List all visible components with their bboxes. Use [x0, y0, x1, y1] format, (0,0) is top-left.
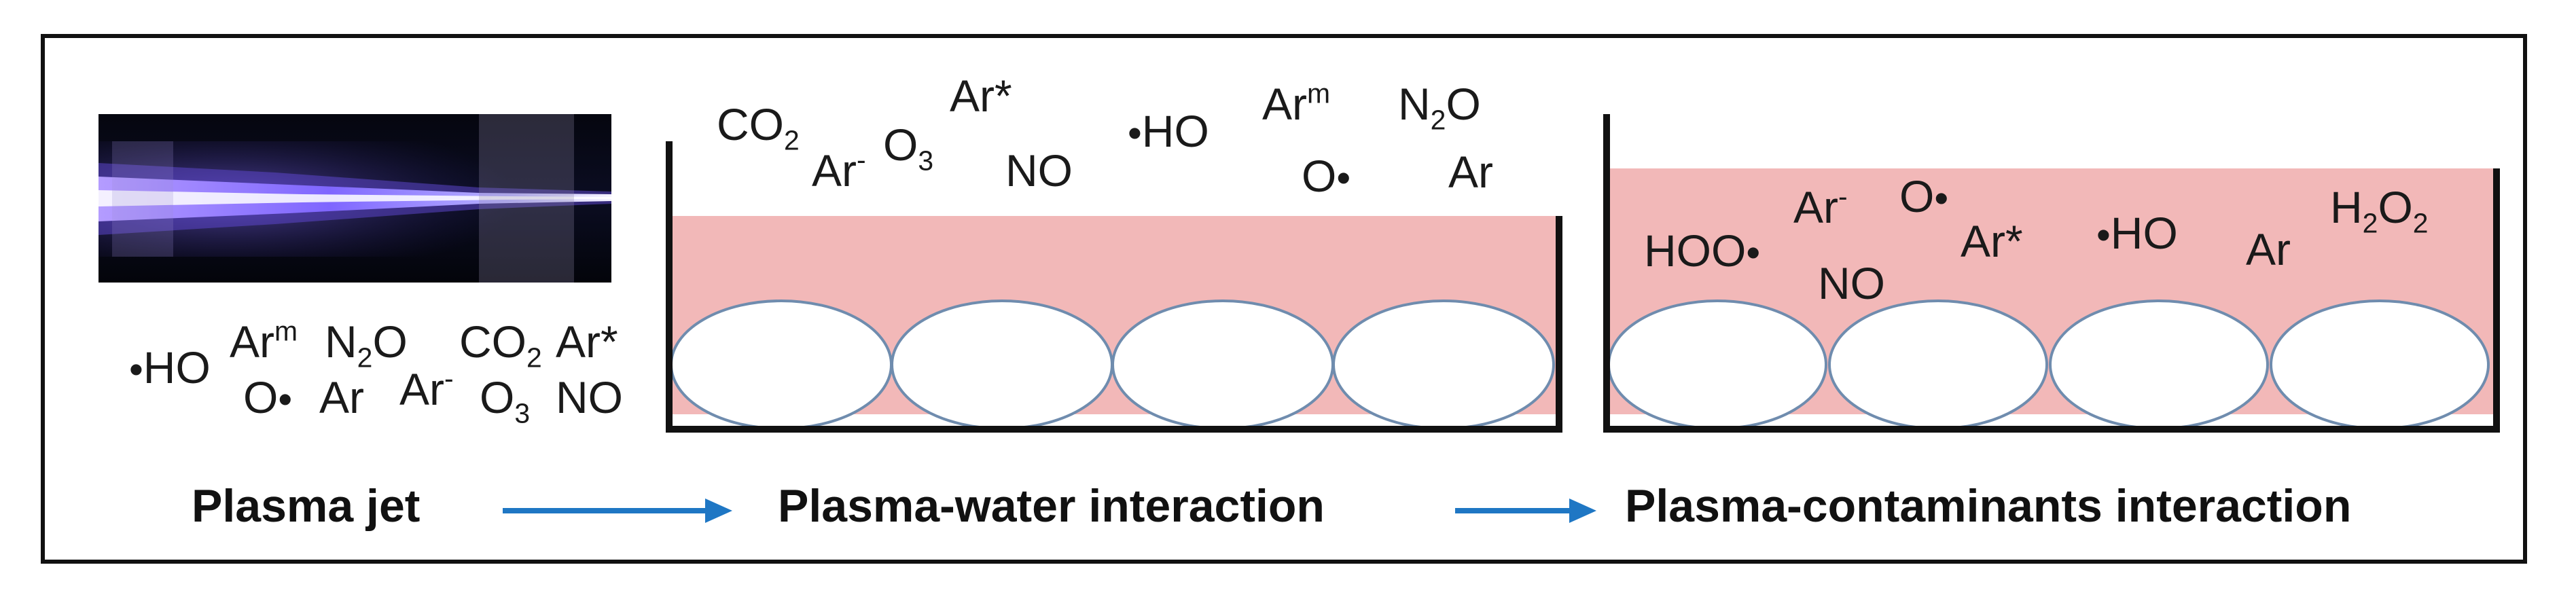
beaker-wall — [666, 141, 1562, 433]
species-o-radical: O• — [1302, 151, 1351, 201]
plasma-jet-image — [99, 114, 611, 283]
species-ho: •HO — [129, 342, 211, 393]
species-no: NO — [1005, 145, 1073, 196]
species-o3: O3 — [883, 120, 934, 177]
caption-plasma-water: Plasma-water interaction — [778, 480, 1325, 532]
species-hoo: HOO• — [1644, 225, 1761, 276]
species-n2o: N2O — [325, 316, 408, 374]
species-ar-metastable: Arm — [1262, 77, 1331, 129]
species-ar-metastable: Arm — [230, 315, 298, 367]
species-ar-star: Ar* — [950, 71, 1012, 121]
contaminant-beaker — [1603, 114, 2500, 433]
contaminant-particle — [1332, 300, 1555, 430]
beaker-wall — [1603, 114, 2500, 433]
species-o-radical: O• — [243, 372, 293, 422]
arrow-right-icon — [503, 498, 732, 523]
species-no: NO — [556, 372, 623, 422]
species-co2: CO2 — [717, 99, 800, 156]
species-no: NO — [1818, 258, 1885, 308]
species-ar-minus: Ar- — [399, 363, 454, 414]
contaminant-particle — [2049, 300, 2269, 430]
species-n2o: N2O — [1398, 79, 1481, 136]
species-h2o2: H2O2 — [2330, 182, 2429, 239]
species-ar-star: Ar* — [556, 316, 618, 367]
contaminant-particle — [1607, 300, 1827, 430]
species-ar: Ar — [319, 372, 364, 422]
caption-plasma-jet: Plasma jet — [192, 480, 421, 532]
figure-frame — [41, 34, 2527, 564]
species-ho: •HO — [1128, 106, 1209, 156]
species-ar-minus: Ar- — [812, 144, 866, 196]
species-o-radical: O• — [1899, 171, 1949, 221]
contaminant-particle — [1828, 300, 2048, 430]
species-ho: •HO — [2096, 208, 2178, 258]
water-beaker — [666, 141, 1562, 433]
species-ar-minus: Ar- — [1793, 181, 1848, 232]
arrow-right-icon — [1455, 498, 1596, 523]
species-ar-star: Ar* — [1961, 216, 2023, 266]
species-ar: Ar — [2246, 224, 2291, 274]
contaminant-particle — [891, 300, 1113, 430]
contaminant-particle — [670, 300, 893, 430]
contaminant-particle — [2270, 300, 2490, 430]
species-ar: Ar — [1448, 147, 1493, 197]
species-o3: O3 — [480, 372, 531, 429]
caption-plasma-contaminants: Plasma-contaminants interaction — [1625, 480, 2352, 532]
species-co2: CO2 — [459, 316, 542, 374]
contaminant-particle — [1111, 300, 1334, 430]
